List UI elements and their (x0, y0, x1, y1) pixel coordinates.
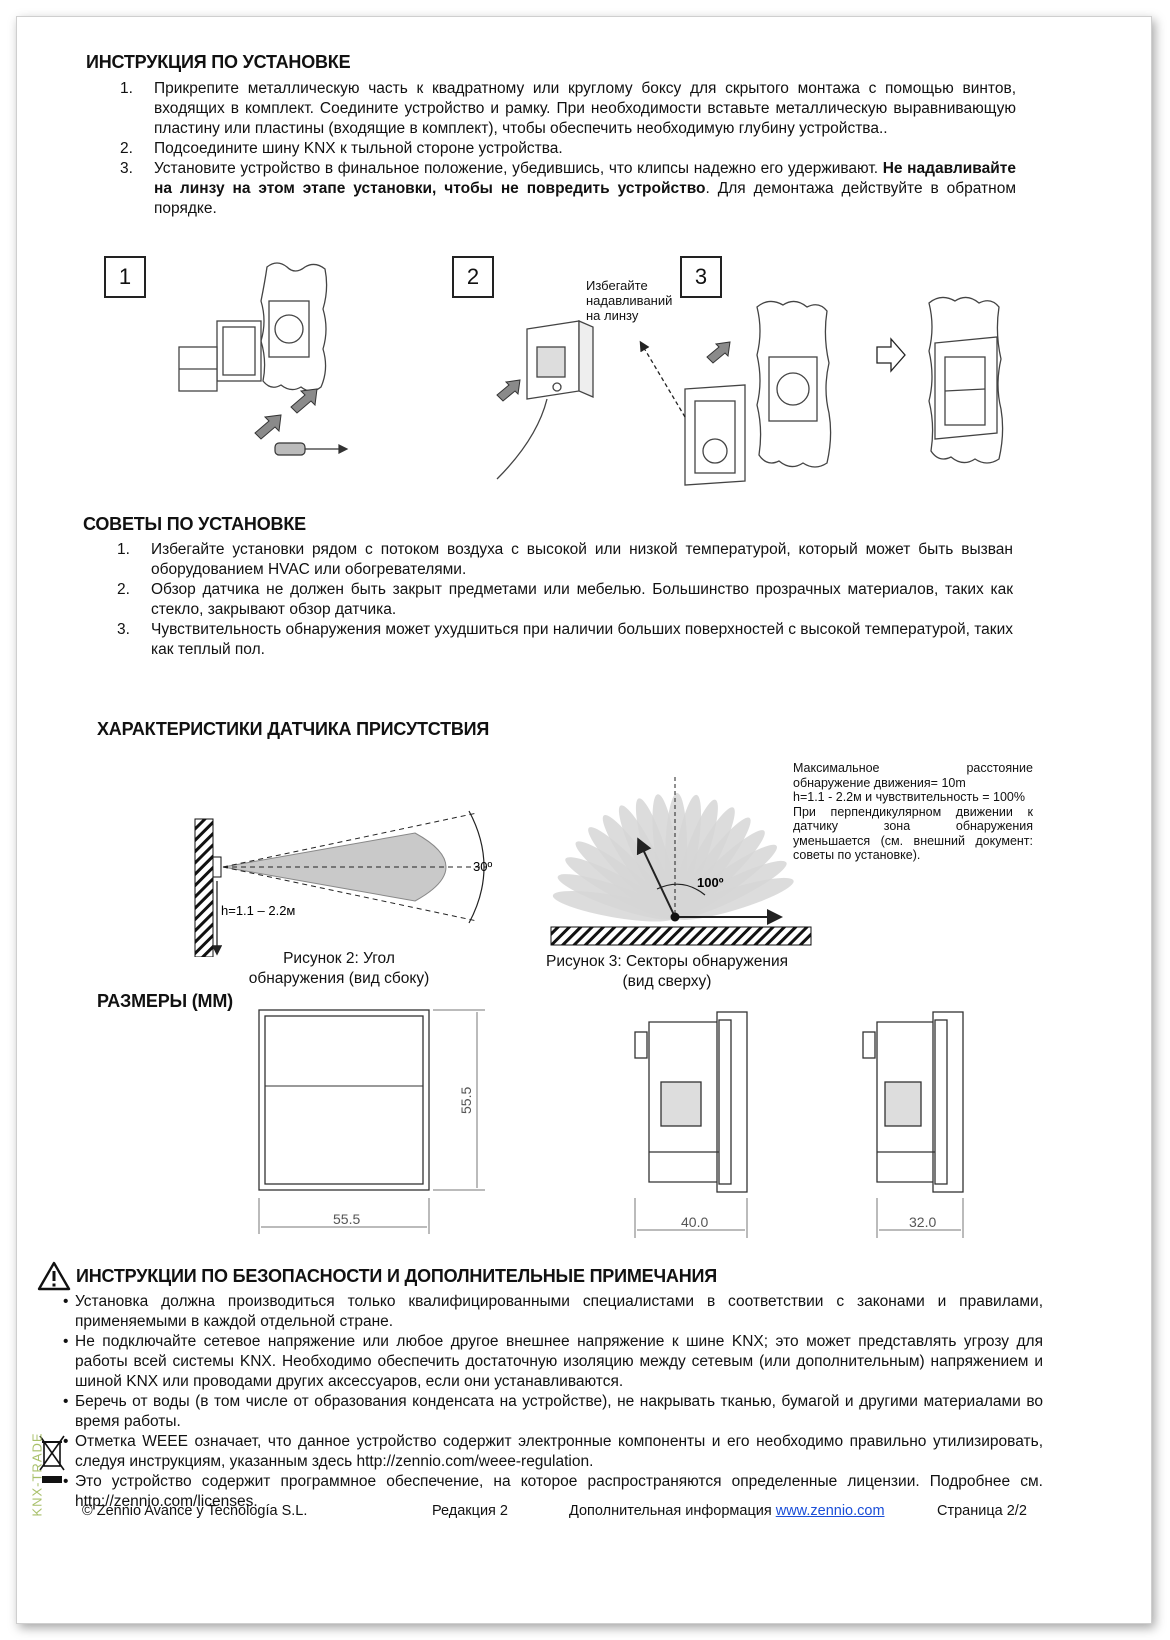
note-line: Максимальное расстояние (793, 761, 1033, 775)
item-number: 3. (117, 621, 130, 638)
tips-item: 2. Обзор датчика не должен быть закрыт пр… (83, 580, 1013, 620)
zennio-link[interactable]: www.zennio.com (775, 1503, 885, 1519)
item-number: 1. (117, 541, 130, 558)
safety-title: ИНСТРУКЦИИ ПО БЕЗОПАСНОСТИ И ДОПОЛНИТЕЛЬ… (76, 1266, 717, 1286)
avoid-note-line: Избегайте (586, 278, 648, 293)
sensor-title: ХАРАКТЕРИСТИКИ ДАТЧИКА ПРИСУТСТВИЯ (97, 719, 490, 739)
side-view-a (634, 1011, 748, 1193)
front-dimension-lines (258, 1009, 485, 1234)
fig2-caption: Рисунок 2: Угол обнаружения (вид сбоку) (229, 949, 449, 989)
detection-petals (552, 793, 794, 922)
step1-arrows (254, 388, 318, 440)
front-width-label: 55.5 (333, 1211, 360, 1227)
footer-more-info: Дополнительная информация www.zennio.com (569, 1503, 885, 1519)
item-text: Подсоедините шину KNX к тыльной стороне … (154, 140, 563, 157)
install-item: 3. Установите устройство в финальное поло… (86, 159, 1016, 219)
install-list: 1. Прикрепите металлическую часть к квадр… (86, 79, 1016, 219)
item-text: Установите устройство в финальное положе… (154, 160, 883, 177)
final-illustration (928, 296, 1004, 464)
tips-title: СОВЕТЫ ПО УСТАНОВКЕ (83, 514, 306, 534)
install-item: 1. Прикрепите металлическую часть к квадр… (86, 79, 1016, 139)
sensor-dot (670, 912, 680, 922)
note-line: При перпендикулярном движении к (793, 804, 1033, 819)
height-label: h=1.1 – 2.2м (221, 903, 295, 918)
avoid-pointer (639, 340, 686, 418)
step-number-3: 3 (680, 256, 722, 298)
caption-line: Рисунок 2: Угол (283, 950, 395, 967)
footer-page: Страница 2/2 (937, 1503, 1027, 1519)
document-page: ИНСТРУКЦИЯ ПО УСТАНОВКЕ 1. Прикрепите мет… (16, 16, 1152, 1624)
step2-arrow (496, 379, 521, 402)
tips-list: 1. Избегайте установки рядом с потоком во… (83, 540, 1013, 660)
detection-sectors-top-figure: 100º (550, 777, 812, 946)
item-number: 3. (120, 160, 133, 177)
tips-item: 3. Чувствительность обнаружения может уху… (83, 620, 1013, 660)
item-text: Избегайте установки рядом с потоком возд… (151, 541, 1013, 578)
item-text: Чувствительность обнаружения может ухудш… (151, 621, 1013, 658)
installation-illustrations (178, 262, 1004, 486)
top-angle-label: 100º (697, 875, 724, 890)
dimension-drawings: 55.5 55.5 40.0 32.0 (258, 1009, 964, 1238)
front-height-label: 55.5 (458, 1087, 474, 1114)
sensor-note: Максимальное расстояние обнаружение движ… (793, 761, 1033, 863)
safety-item: Беречь от воды (в том числе от образован… (63, 1392, 1043, 1432)
item-text: Прикрепите металлическую часть к квадрат… (154, 80, 1016, 137)
step3-illustration (684, 300, 832, 486)
angle-arrow (636, 837, 676, 918)
step-number-1: 1 (104, 256, 146, 298)
caption-line: обнаружения (вид сбоку) (248, 970, 430, 987)
note-line: советы по установке). (793, 848, 921, 862)
weee-bin-icon (39, 1435, 65, 1483)
step1-illustration (178, 262, 328, 392)
front-view (258, 1009, 430, 1191)
item-number: 1. (120, 80, 133, 97)
side-depth-b-label: 32.0 (909, 1214, 936, 1230)
detection-angle-side-figure: 30º h=1.1 – 2.2м (194, 810, 492, 957)
screwdriver-icon (274, 442, 349, 456)
avoid-note-line: на линзу (586, 308, 639, 323)
footer-copyright: © Zennio Avance y Tecnología S.L. (82, 1503, 308, 1519)
side-view-b (862, 1011, 964, 1193)
avoid-note-line: надавливаний (586, 293, 673, 308)
item-warning-bold: Не надавливайте на линзу на этом этапе у… (154, 160, 1016, 197)
dims-title: РАЗМЕРЫ (ММ) (97, 991, 233, 1011)
sensor-box (212, 856, 222, 878)
caption-line: Рисунок 3: Секторы обнаружения (545, 953, 789, 970)
tips-item: 1. Избегайте установки рядом с потоком во… (83, 540, 1013, 580)
safety-list: Установка должна производиться только кв… (63, 1292, 1043, 1512)
safety-item: Не подключайте сетевое напряжение или лю… (63, 1332, 1043, 1392)
warning-triangle-icon (37, 1261, 71, 1291)
safety-item: Установка должна производиться только кв… (63, 1292, 1043, 1332)
watermark-text: KNX-TRADE (29, 1432, 45, 1517)
item-text: . Для демонтажа действуйте в обратном по… (154, 180, 1016, 217)
note-line: датчику зона обнаружения (793, 819, 1033, 833)
detection-petal (674, 877, 794, 920)
note-line: h=1.1 - 2.2м и чувствительность = 100% (793, 790, 1025, 804)
avoid-note: Избегайте надавливаний на линзу (586, 278, 672, 323)
more-info-label: Дополнительная информация (569, 1503, 776, 1519)
caption-line: (вид сверху) (622, 973, 712, 990)
step-number-2: 2 (452, 256, 494, 298)
fig3-caption: Рисунок 3: Секторы обнаружения (вид свер… (527, 952, 807, 992)
floor-hatch (550, 926, 812, 946)
next-step-arrow-icon (876, 337, 906, 373)
item-text: Обзор датчика не должен быть закрыт пред… (151, 581, 1013, 618)
step2-illustration (496, 320, 594, 480)
safety-item: Это устройство содержит программное обес… (63, 1472, 1043, 1512)
side-depth-a-label: 40.0 (681, 1214, 708, 1230)
item-number: 2. (120, 140, 133, 157)
safety-item: Отметка WEEE означает, что данное устрой… (63, 1432, 1043, 1472)
footer-edition: Редакция 2 (432, 1503, 508, 1519)
note-line: обнаружение движения= 10m (793, 775, 966, 790)
side-angle-label: 30º (473, 859, 492, 874)
step3-arrow (706, 341, 731, 364)
install-item: 2. Подсоедините шину KNX к тыльной сторон… (86, 139, 1016, 159)
item-number: 2. (117, 581, 130, 598)
install-title: ИНСТРУКЦИЯ ПО УСТАНОВКЕ (86, 52, 351, 72)
note-line: уменьшается (см. внешний документ: (793, 833, 1033, 848)
wall-hatch (194, 818, 214, 957)
